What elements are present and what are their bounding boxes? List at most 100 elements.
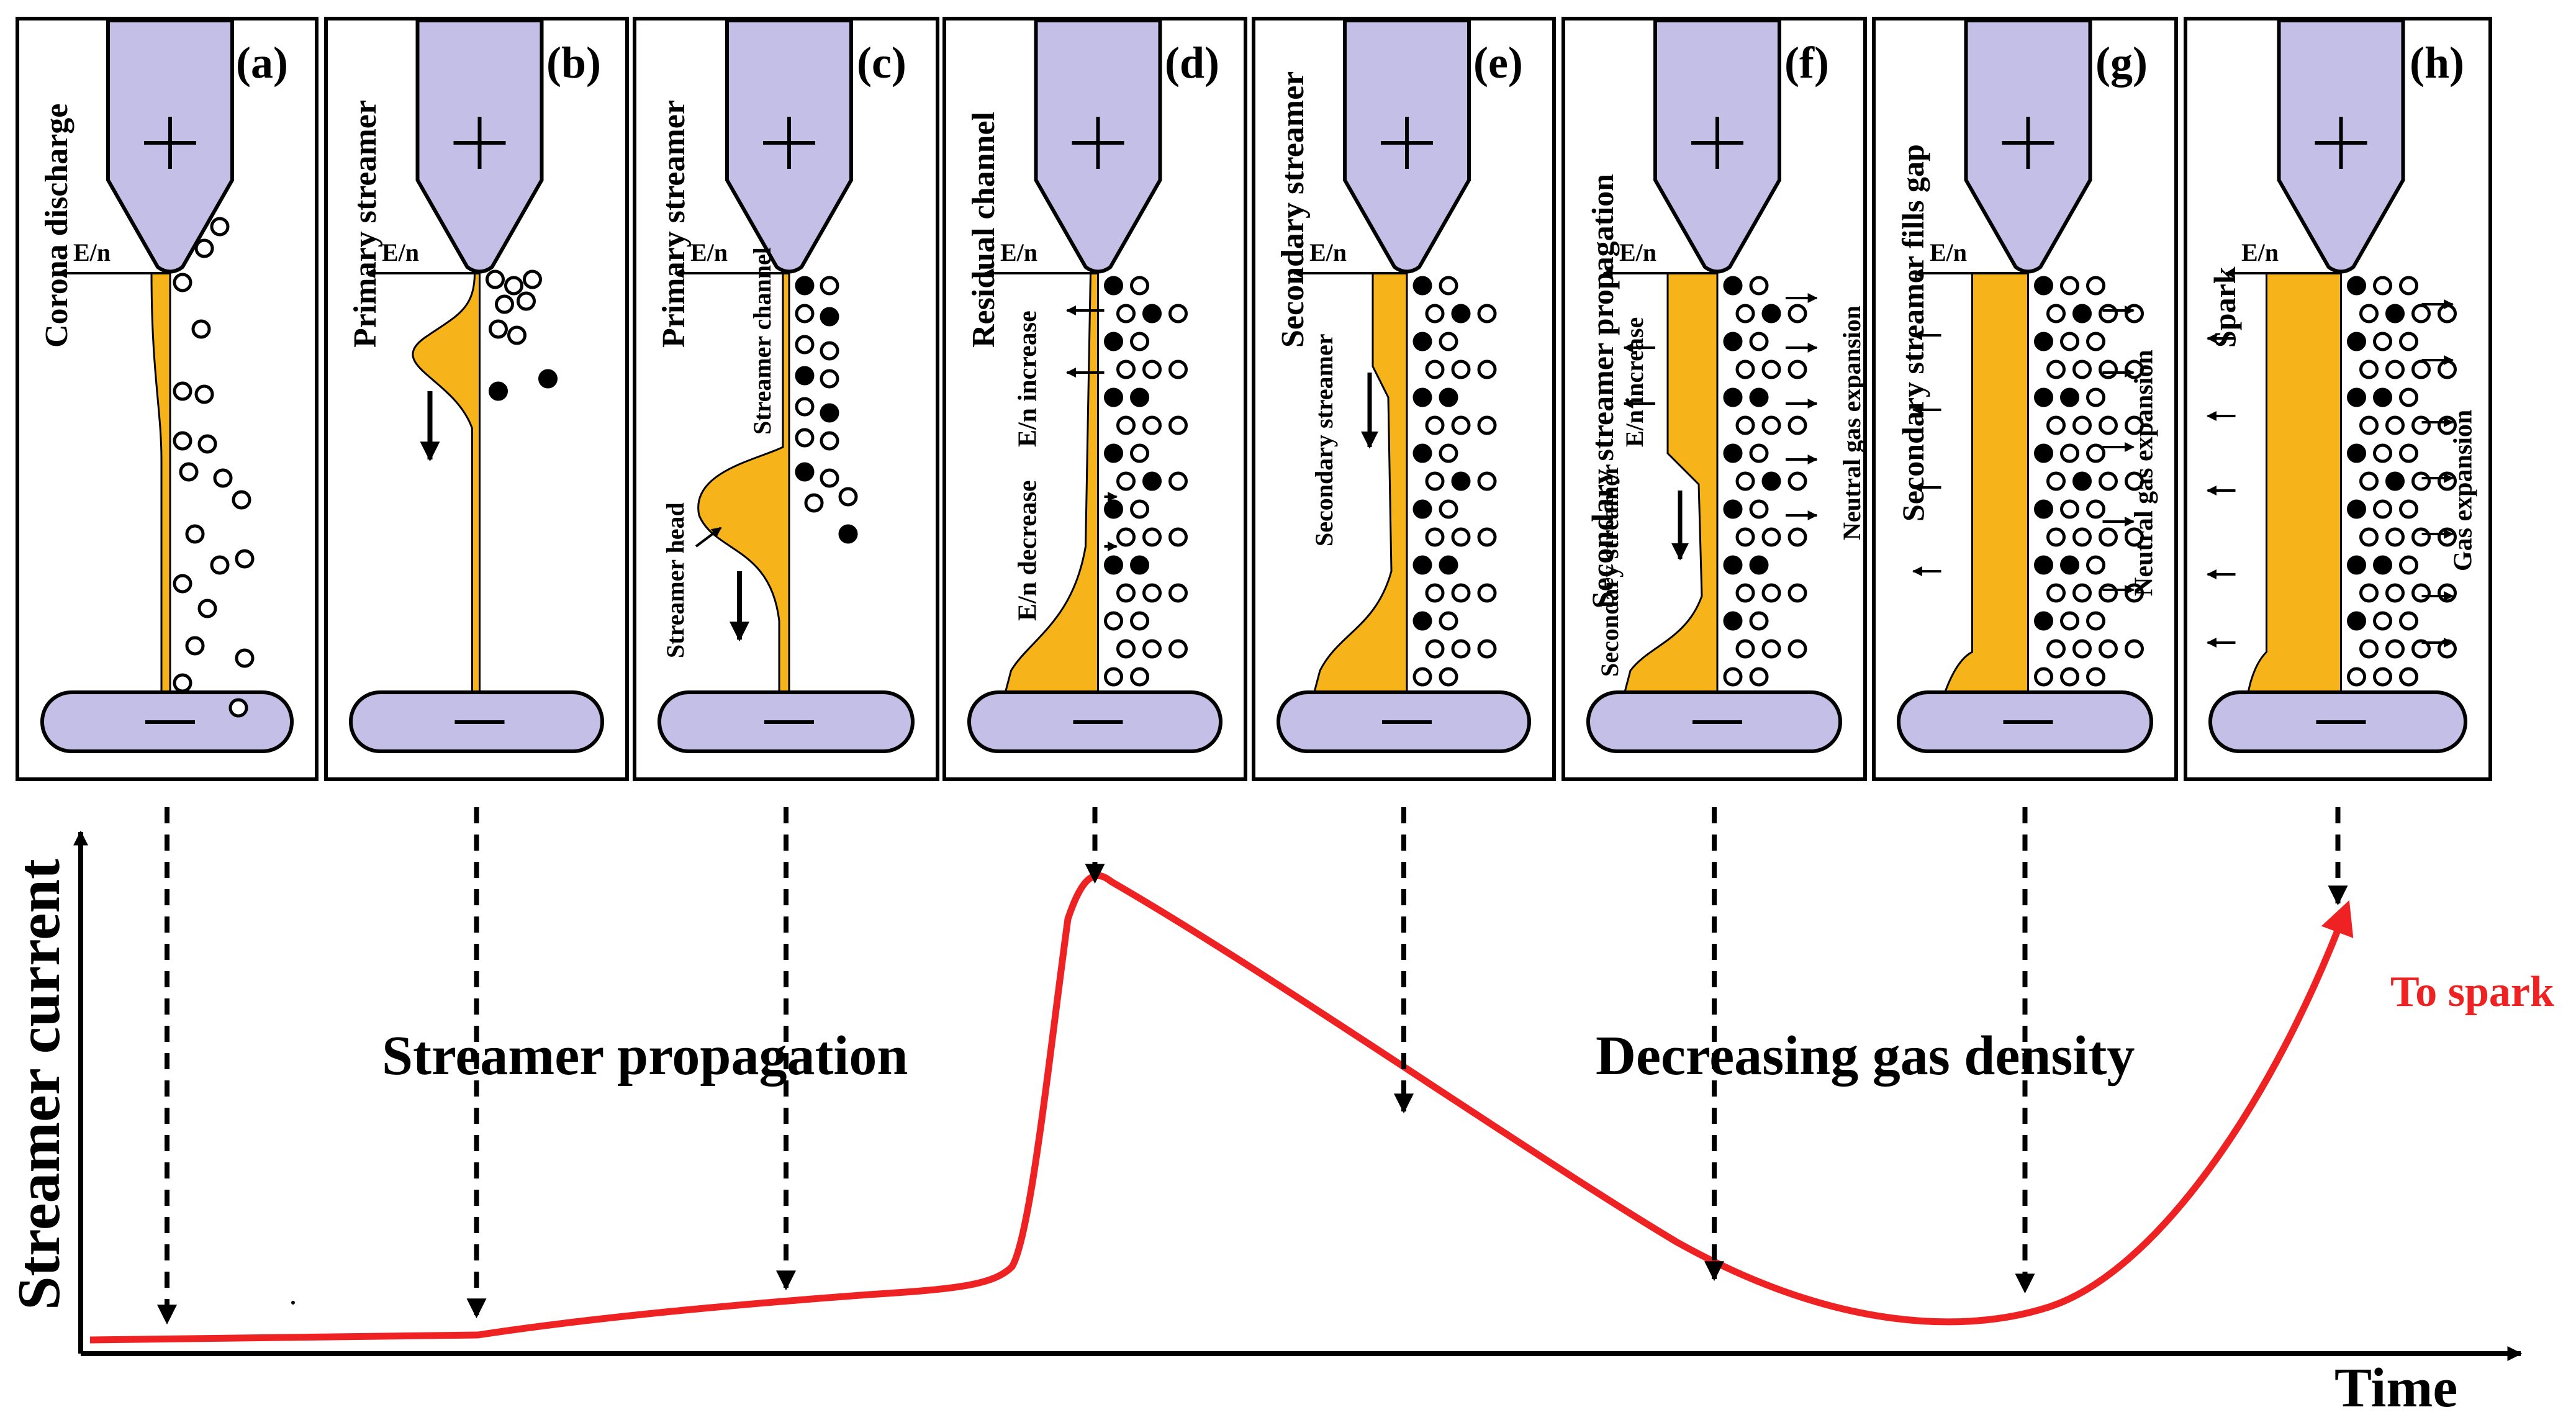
positive-ion bbox=[2060, 555, 2079, 575]
neutral-molecule bbox=[489, 319, 508, 339]
neutral-molecule bbox=[2399, 332, 2418, 351]
neutral-molecule bbox=[1787, 415, 1807, 435]
neutral-molecule bbox=[2046, 360, 2066, 379]
neutral-molecule bbox=[1116, 415, 1136, 435]
neutral-molecule bbox=[173, 673, 192, 693]
positive-ion bbox=[1723, 332, 1743, 351]
neutral-molecule bbox=[2060, 667, 2079, 687]
neutral-molecule bbox=[1749, 667, 1769, 687]
neutral-molecule bbox=[2046, 583, 2066, 603]
positive-ion bbox=[1142, 471, 1162, 491]
panel-title: Residual channel bbox=[966, 112, 1001, 348]
neutral-molecule bbox=[235, 549, 255, 569]
positive-ion bbox=[1723, 499, 1743, 519]
neutral-molecule bbox=[2060, 499, 2079, 519]
neutral-molecule bbox=[1451, 583, 1471, 603]
neutral-molecule bbox=[194, 238, 214, 258]
positive-ion bbox=[1761, 304, 1781, 323]
neutral-molecule bbox=[213, 468, 233, 488]
neutral-molecule bbox=[235, 648, 255, 668]
field-label: E/n bbox=[1930, 238, 1967, 266]
field-label: E/n bbox=[73, 238, 111, 266]
positive-ion bbox=[1723, 387, 1743, 407]
neutral-molecule bbox=[820, 341, 839, 361]
neutral-molecule bbox=[1735, 583, 1755, 603]
positive-ion bbox=[1104, 443, 1123, 463]
neutral-molecule bbox=[1451, 415, 1471, 435]
positive-ion bbox=[1439, 555, 1458, 575]
neutral-molecule bbox=[2099, 639, 2118, 659]
neutral-molecule bbox=[2385, 527, 2405, 547]
neutral-molecule bbox=[2099, 360, 2118, 379]
neutral-molecule bbox=[2438, 304, 2457, 323]
neutral-molecule bbox=[1451, 360, 1471, 379]
streamer-current-curve bbox=[89, 872, 2354, 1344]
neutral-molecule bbox=[2385, 583, 2405, 603]
neutral-molecule bbox=[2072, 360, 2092, 379]
neutral-molecule bbox=[2072, 639, 2092, 659]
neutral-molecule bbox=[1439, 611, 1458, 631]
neutral-molecule bbox=[1787, 471, 1807, 491]
neutral-molecule bbox=[2347, 667, 2366, 687]
neutral-molecule bbox=[507, 325, 526, 345]
neutral-molecule bbox=[2359, 639, 2379, 659]
positive-ion bbox=[1412, 555, 1432, 575]
positive-ion bbox=[2060, 387, 2079, 407]
neutral-molecule bbox=[2411, 471, 2431, 491]
neutral-molecule bbox=[2072, 527, 2092, 547]
neutral-molecule bbox=[2125, 415, 2144, 435]
neutral-molecule bbox=[1735, 471, 1755, 491]
neutral-molecule bbox=[820, 276, 839, 296]
neutral-molecule bbox=[2046, 304, 2066, 323]
neutral-molecule bbox=[1425, 304, 1445, 323]
head-pointer bbox=[695, 527, 722, 548]
positive-ion bbox=[1130, 555, 1149, 575]
neutral-molecule bbox=[194, 384, 214, 404]
neutral-molecule bbox=[2359, 471, 2379, 491]
neutral-molecule bbox=[1116, 360, 1136, 379]
field-label: E/n bbox=[1309, 238, 1347, 266]
positive-ion bbox=[1142, 304, 1162, 323]
neutral-molecule bbox=[232, 490, 251, 510]
positive-ion bbox=[795, 366, 815, 386]
neutral-molecule bbox=[1787, 583, 1807, 603]
neutral-molecule bbox=[2034, 667, 2053, 687]
positive-ion bbox=[2347, 555, 2366, 575]
neutral-molecule bbox=[1168, 415, 1188, 435]
positive-ion bbox=[1723, 443, 1743, 463]
neutral-molecule bbox=[2046, 471, 2066, 491]
panel-letter: (b) bbox=[546, 38, 601, 88]
positive-ion bbox=[2034, 276, 2053, 296]
positive-ion bbox=[1104, 555, 1123, 575]
discharge-channel bbox=[412, 272, 481, 695]
neutral-molecule bbox=[1451, 527, 1471, 547]
neutral-molecule bbox=[1749, 611, 1769, 631]
field-label: E/n bbox=[1000, 238, 1037, 266]
positive-ion bbox=[1104, 332, 1123, 351]
y-axis-label: Streamer current bbox=[6, 859, 73, 1310]
panel-letter: (e) bbox=[1473, 38, 1523, 88]
positive-ion bbox=[2347, 387, 2366, 407]
field-label: E/n bbox=[2241, 238, 2279, 266]
positive-ion bbox=[1723, 555, 1743, 575]
neutral-molecule bbox=[820, 369, 839, 389]
neutral-molecule bbox=[1477, 527, 1497, 547]
positive-ion bbox=[820, 403, 839, 423]
panel-title: Secondary streamer fills gap bbox=[1896, 144, 1930, 522]
neutral-molecule bbox=[2373, 332, 2392, 351]
neutral-molecule bbox=[1116, 471, 1136, 491]
neutral-molecule bbox=[2373, 667, 2392, 687]
neutral-molecule bbox=[2411, 415, 2431, 435]
neutral-molecule bbox=[2086, 499, 2105, 519]
neutral-molecule bbox=[1116, 304, 1136, 323]
neutral-molecule bbox=[1735, 527, 1755, 547]
neutral-molecule bbox=[1142, 527, 1162, 547]
neutral-molecule bbox=[523, 269, 542, 289]
label-streamer-channel: Streamer channel bbox=[748, 247, 776, 435]
label-en-increase: E/n increase bbox=[1620, 317, 1648, 447]
positive-ion bbox=[489, 381, 508, 401]
neutral-molecule bbox=[1749, 499, 1769, 519]
